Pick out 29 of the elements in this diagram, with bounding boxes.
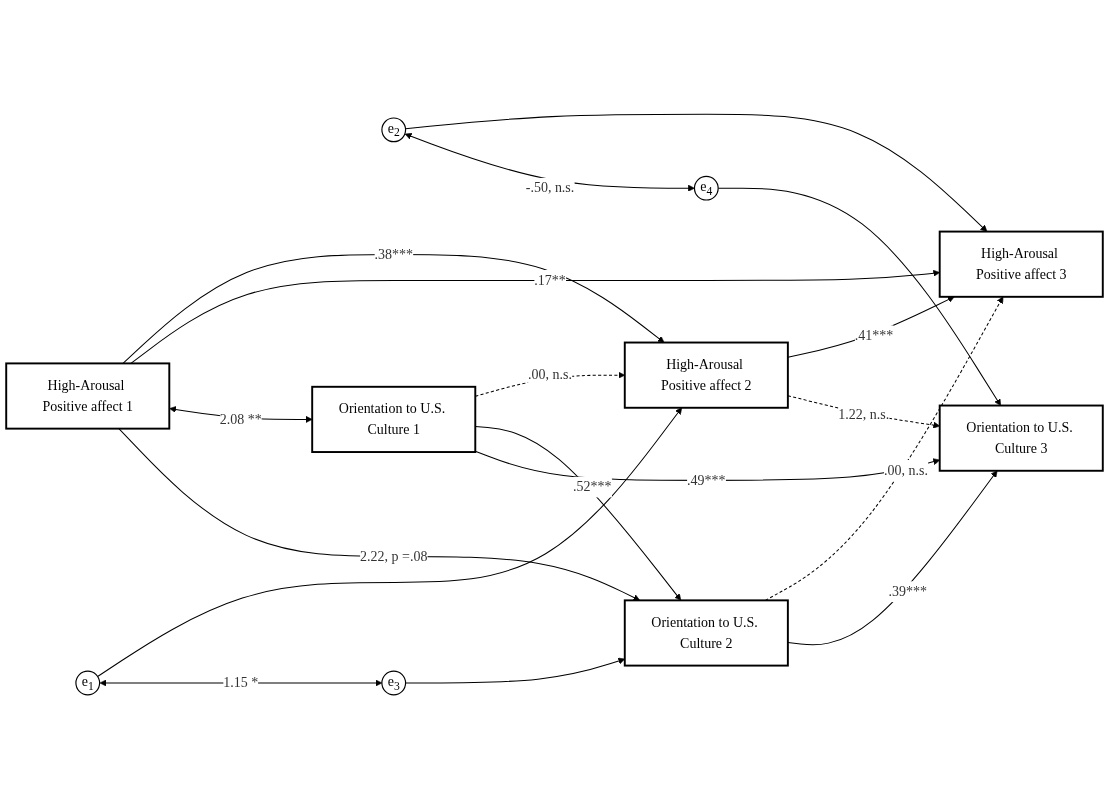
node-box: Orientation to U.S. Culture 1 bbox=[311, 385, 477, 453]
arrow bbox=[118, 428, 641, 601]
node-box: High-Arousal Positive affect 1 bbox=[5, 362, 171, 430]
node-circle: e$_{1}$ bbox=[75, 670, 101, 696]
node-box: High-Arousal Positive affect 3 bbox=[938, 230, 1104, 298]
edge-label: 2.22, p =.08 bbox=[360, 548, 428, 564]
edge-label: .41*** bbox=[854, 327, 894, 344]
edge-label: .38*** bbox=[374, 246, 413, 262]
node-circle: e$_{2}$ bbox=[381, 117, 407, 143]
arrow bbox=[130, 269, 940, 364]
node-box: Orientation to U.S. Culture 3 bbox=[938, 404, 1104, 472]
edge-label: .49*** bbox=[687, 472, 726, 488]
edge-label: 2.08 ** bbox=[219, 411, 262, 427]
edge-label: .00, n.s. bbox=[884, 462, 928, 478]
arrow bbox=[787, 470, 998, 646]
edge-label: .17** bbox=[534, 272, 566, 288]
edge-label: 1.15 * bbox=[223, 674, 259, 691]
node-box: High-Arousal Positive affect 2 bbox=[623, 341, 789, 409]
edge-label: 1.22, n.s. bbox=[838, 406, 890, 423]
edge-label: .52*** bbox=[573, 478, 612, 495]
edge-label: .39*** bbox=[888, 583, 927, 600]
node-box: Orientation to U.S. Culture 2 bbox=[623, 599, 789, 667]
edge-label: -.50, n.s. bbox=[525, 180, 575, 196]
arrow bbox=[787, 296, 955, 358]
node-circle: e$_{4}$ bbox=[693, 175, 719, 201]
arrow bbox=[122, 253, 665, 364]
edge-label: .00, n.s. bbox=[528, 366, 572, 383]
node-circle: e$_{3}$ bbox=[381, 670, 407, 696]
arrow bbox=[787, 395, 940, 429]
